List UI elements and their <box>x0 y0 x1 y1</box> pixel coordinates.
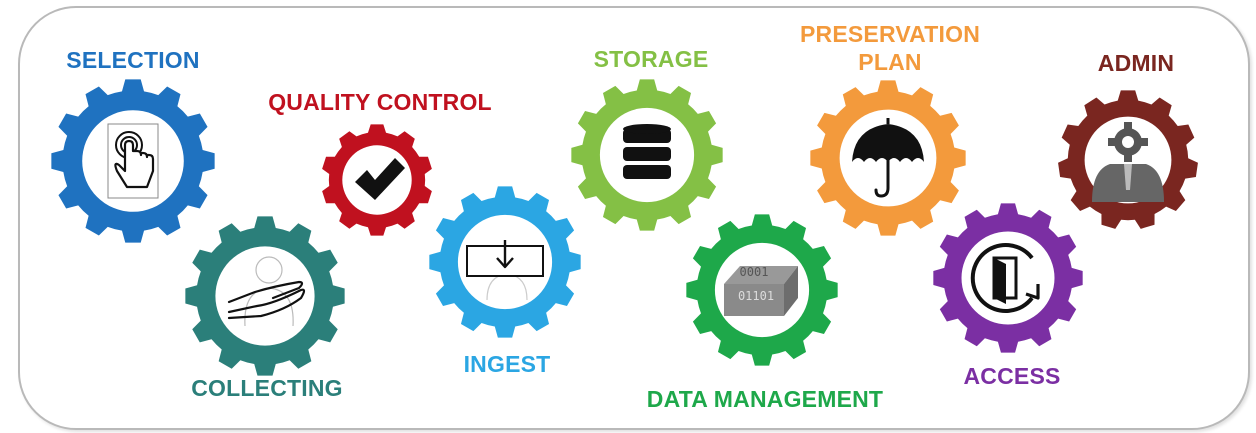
ingest-label: INGEST <box>464 351 551 377</box>
selection-label: SELECTION <box>66 47 199 73</box>
access-label: ACCESS <box>963 363 1060 389</box>
data-management-label-line: DATA MANAGEMENT <box>647 386 883 412</box>
storage-label: STORAGE <box>594 46 709 72</box>
svg-text:01101: 01101 <box>738 289 774 303</box>
collecting-gear-hub <box>215 246 315 346</box>
access-label-line: ACCESS <box>963 363 1060 389</box>
data-management-label: DATA MANAGEMENT <box>647 386 883 412</box>
checkmark-icon <box>355 158 405 200</box>
touch-hand-icon <box>107 123 159 199</box>
preservation-plan-label-line: PRESERVATION <box>800 21 980 47</box>
storage-label-line: STORAGE <box>594 46 709 72</box>
binary-box-icon: 0001 01101 <box>724 265 798 316</box>
selection-label-line: SELECTION <box>66 47 199 73</box>
giving-hand-icon <box>227 256 306 327</box>
umbrella-icon <box>852 118 924 198</box>
preservation-plan-label-line: PLAN <box>858 49 921 75</box>
collecting-label-line: COLLECTING <box>191 375 343 401</box>
quality-control-label: QUALITY CONTROL <box>268 89 492 115</box>
svg-text:0001: 0001 <box>740 265 769 279</box>
download-tray-icon <box>466 240 544 301</box>
admin-label: ADMIN <box>1098 50 1174 76</box>
door-exit-icon <box>970 243 1040 313</box>
quality-control-label-line: QUALITY CONTROL <box>268 89 492 115</box>
ingest-label-line: INGEST <box>464 351 551 377</box>
database-icon <box>623 124 671 179</box>
collecting-label: COLLECTING <box>191 375 343 401</box>
gear-collecting <box>185 216 345 376</box>
admin-label-line: ADMIN <box>1098 50 1174 76</box>
admin-gear-person-icon <box>1092 122 1164 202</box>
